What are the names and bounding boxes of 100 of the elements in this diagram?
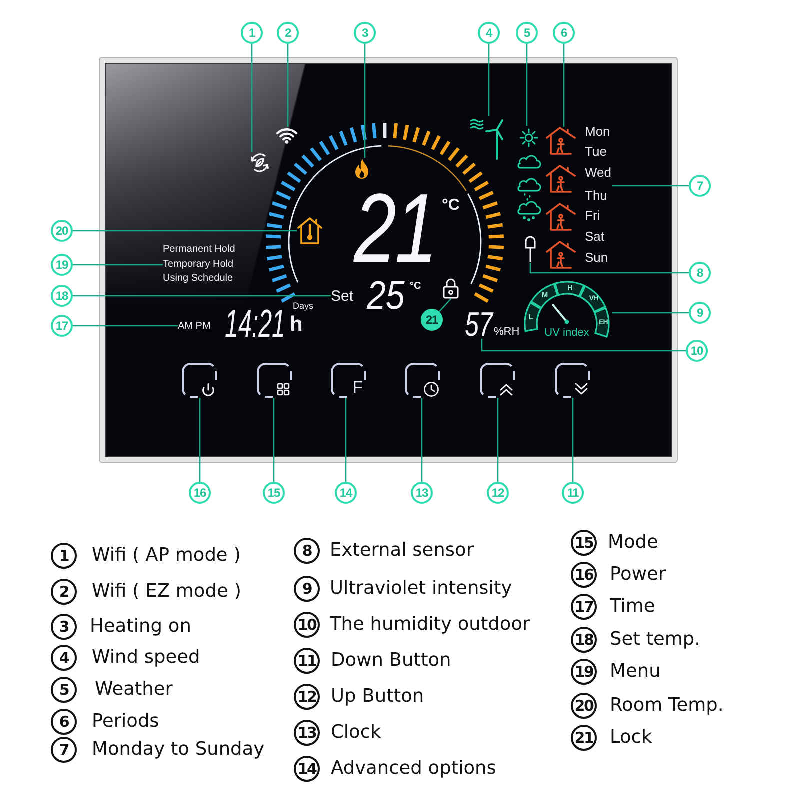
days-unit: Days (293, 302, 314, 312)
callout-number: 17 (51, 315, 73, 337)
key-number: 4 (51, 645, 77, 671)
key-description: External sensor (330, 540, 474, 562)
leader-line (345, 398, 347, 482)
callout-number: 14 (335, 482, 357, 504)
key-number: 20 (571, 693, 597, 719)
gauge-caption: UV index (544, 327, 590, 339)
weekday-label: Wed (585, 166, 612, 180)
mode-button (257, 363, 292, 398)
key-description: Heating on (90, 616, 192, 638)
callout-number: 12 (487, 482, 509, 504)
clock-button (405, 363, 440, 398)
key-description: Mode (608, 532, 658, 554)
weekday-label: Fri (585, 209, 600, 224)
callout-number: 13 (411, 482, 433, 504)
humidity-unit: %RH (494, 326, 520, 338)
key-number: 7 (51, 737, 77, 763)
key-description: Power (610, 564, 666, 586)
key-description: Clock (331, 722, 382, 744)
key-description: Periods (92, 711, 160, 733)
key-description: Up Button (331, 686, 424, 708)
key-number: 18 (571, 627, 597, 653)
key-description: Wind speed (92, 647, 200, 669)
hold-mode-option: Using Schedule (163, 272, 234, 285)
callout-number: 2 (277, 22, 299, 44)
leader-line (530, 263, 689, 274)
leader-line (251, 44, 253, 152)
unit-label: °C (442, 197, 460, 215)
wifi-icon (275, 127, 299, 144)
flame-icon (354, 158, 370, 180)
callout-number: 4 (478, 22, 500, 44)
weather-icon (515, 126, 543, 222)
callout-number: 16 (189, 482, 211, 504)
weekday-label: Thu (585, 189, 608, 204)
leader-line (199, 398, 201, 482)
circular-arrows-icon (249, 152, 271, 174)
key-description: Wifi ( AP mode ) (92, 545, 241, 567)
function-button: F (331, 363, 366, 398)
weekday-label: Tue (585, 145, 607, 160)
leader-line (572, 398, 574, 482)
leader-line (287, 44, 289, 127)
key-number: 2 (51, 579, 77, 605)
house-thermometer-icon (297, 217, 323, 245)
hours-unit: h (290, 316, 303, 334)
am-pm-indicator: AM PM (178, 320, 211, 333)
key-description: Ultraviolet intensity (330, 578, 512, 600)
leader-line (612, 185, 689, 187)
time-readout: 14:21 (225, 309, 286, 340)
key-description: Monday to Sunday (92, 739, 265, 761)
up-button (480, 363, 515, 398)
key-number: 21 (571, 725, 597, 751)
key-number: 19 (571, 659, 597, 685)
weekday-label: Mon (585, 125, 610, 140)
probe-icon (524, 235, 537, 263)
weekday-label: Sun (585, 251, 608, 266)
callout-number: 7 (689, 175, 711, 197)
callout-number: 3 (354, 22, 376, 44)
key-number: 12 (294, 684, 320, 710)
power-button (182, 363, 217, 398)
key-number: 3 (51, 614, 77, 640)
key-number: 5 (51, 677, 77, 703)
callout-number: 20 (51, 220, 73, 242)
key-number: 15 (571, 530, 597, 556)
set-temperature-readout: 25 (367, 280, 405, 312)
leader-line (73, 325, 178, 327)
callout-number: 15 (263, 482, 285, 504)
key-number: 14 (294, 756, 320, 782)
key-description: Set temp. (610, 629, 701, 651)
key-number: 9 (294, 576, 320, 602)
key-number: 11 (294, 648, 320, 674)
house-icon (546, 127, 576, 269)
hold-mode-option: Temporary Hold (163, 258, 234, 270)
key-description: Weather (95, 679, 173, 701)
leader-line (481, 339, 686, 352)
unit-label: °C (410, 281, 422, 292)
key-description: Down Button (331, 650, 452, 672)
leader-line (364, 44, 366, 158)
callout-number: 11 (562, 482, 584, 504)
key-description: Wifi ( EZ mode ) (92, 581, 242, 603)
callout-number: 10 (686, 340, 708, 362)
key-number: 8 (294, 538, 320, 564)
key-description: The humidity outdoor (330, 614, 530, 636)
leader-line (563, 44, 565, 127)
key-number: 16 (571, 562, 597, 588)
leader-line (526, 44, 528, 126)
hold-mode-option: Permanent Hold (163, 243, 236, 256)
callout-number: 18 (51, 285, 73, 307)
leader-line (73, 230, 297, 232)
humidity-value: 57 (465, 312, 493, 340)
callout-number: 9 (689, 302, 711, 324)
callout-number: 19 (51, 254, 73, 276)
key-number: 1 (51, 543, 77, 569)
callout-number: 8 (689, 262, 711, 284)
weekday-label: Sat (585, 230, 605, 244)
lock-icon (443, 277, 459, 299)
key-number: 10 (294, 612, 320, 638)
leader-line (421, 398, 423, 482)
callout-number: 6 (553, 22, 575, 44)
leader-line (438, 298, 452, 312)
